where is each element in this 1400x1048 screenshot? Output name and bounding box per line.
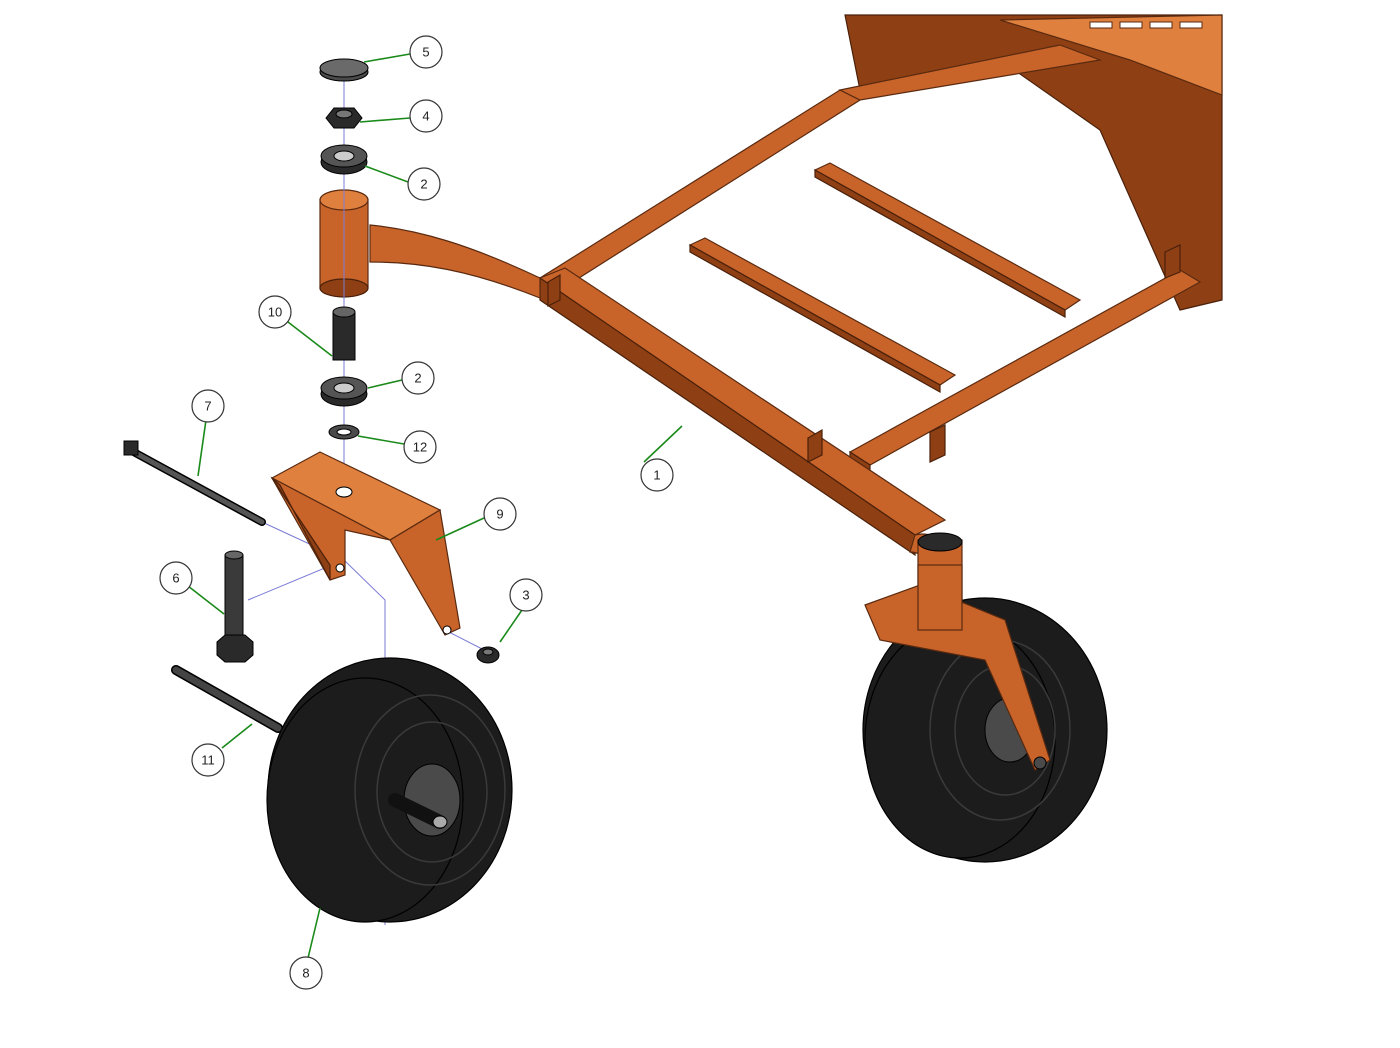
- callout-7[interactable]: 7: [191, 389, 225, 423]
- part-hex-bolt: [216, 550, 254, 663]
- callout-5[interactable]: 5: [409, 35, 443, 69]
- leader-12: [357, 435, 405, 445]
- frame-rear-slots: [1089, 21, 1203, 29]
- callout-9[interactable]: 9: [483, 497, 517, 531]
- callout-12[interactable]: 12: [403, 430, 437, 464]
- leader-1: [643, 425, 683, 463]
- part-axle: [171, 665, 283, 733]
- frame-left-arm: [369, 224, 541, 299]
- callout-label: 9: [496, 507, 503, 522]
- callout-label: 4: [422, 109, 429, 124]
- part-bearing-upper: [320, 144, 368, 175]
- callout-label: 7: [204, 399, 211, 414]
- frame-rear-rail: [838, 44, 1103, 101]
- callout-2-lower[interactable]: 2: [401, 361, 435, 395]
- callout-4[interactable]: 4: [409, 99, 443, 133]
- callout-label: 3: [522, 588, 529, 603]
- callout-label: 2: [414, 371, 421, 386]
- leader-10: [287, 321, 333, 357]
- leader-3: [499, 609, 523, 643]
- callout-2-upper[interactable]: 2: [407, 167, 441, 201]
- leader-6: [187, 585, 225, 615]
- callout-label: 2: [420, 177, 427, 192]
- frame-main-rail-side: [539, 276, 916, 557]
- leader-5: [363, 53, 411, 63]
- part-lock-nut: [325, 107, 363, 129]
- frame-cross-2: [813, 162, 1082, 311]
- callout-label: 10: [268, 305, 282, 320]
- mower-frame: [319, 14, 1223, 631]
- leader-2a: [364, 165, 409, 183]
- part-washer: [328, 424, 360, 440]
- callout-8[interactable]: 8: [289, 956, 323, 990]
- callout-11[interactable]: 11: [191, 743, 225, 777]
- part-wheel: [266, 657, 513, 923]
- frame-main-rail-top: [538, 267, 947, 536]
- callout-6[interactable]: 6: [159, 561, 193, 595]
- callout-label: 1: [653, 468, 660, 483]
- callout-10[interactable]: 10: [258, 295, 292, 329]
- leader-4: [359, 117, 411, 123]
- part-dust-cap: [319, 58, 369, 82]
- callout-label: 6: [172, 571, 179, 586]
- leader-7: [197, 419, 207, 477]
- part-caster-fork: [270, 451, 461, 636]
- leader-11: [221, 723, 253, 749]
- frame-rear-top: [999, 14, 1223, 96]
- callout-label: 5: [422, 45, 429, 60]
- frame-left-rail-top: [538, 89, 862, 291]
- leader-9: [435, 517, 485, 541]
- frame-cross-1: [688, 237, 957, 386]
- callout-label: 8: [302, 966, 309, 981]
- part-bearing-lower: [320, 376, 368, 407]
- leader-2b: [367, 379, 403, 389]
- part-nut: [476, 646, 500, 664]
- part-spacer-tube: [332, 306, 356, 361]
- callout-label: 12: [413, 440, 427, 455]
- callout-label: 11: [201, 753, 215, 768]
- assembled-caster-wheel: [862, 564, 1108, 863]
- leader-lines: [187, 53, 683, 959]
- callout-1[interactable]: 1: [640, 458, 674, 492]
- leader-8: [307, 907, 321, 959]
- callouts: 1 2 2 3 4 5 6 7: [159, 35, 674, 990]
- callout-3[interactable]: 3: [509, 578, 543, 612]
- part-long-bolt: [123, 440, 266, 526]
